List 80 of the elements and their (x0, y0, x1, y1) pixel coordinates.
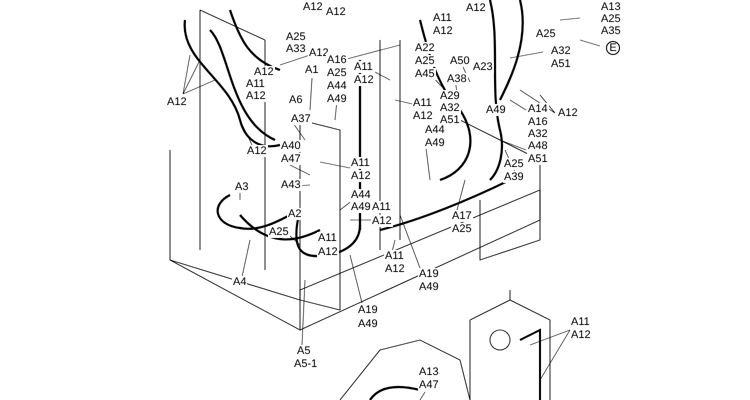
callout-number: A13 (418, 366, 440, 378)
callout-number: A2 (287, 208, 302, 220)
callout-number: A25 (503, 158, 525, 170)
callout-number: A11 (412, 97, 433, 109)
callout-number: A38 (446, 73, 468, 85)
callout-number: A43 (280, 179, 302, 191)
callout-number: A11 (245, 78, 266, 90)
callout-number: A12 (371, 215, 393, 227)
callout-number: A49 (357, 318, 379, 330)
callout-number: A11 (350, 157, 371, 169)
callout-number: A12 (325, 6, 347, 18)
callout-number: A48 (527, 140, 549, 152)
callout-number: A14 (527, 103, 549, 115)
callout-letter: E (606, 41, 620, 55)
callout-number: A3 (234, 181, 250, 193)
callout-number: A25 (326, 67, 348, 79)
callout-number: A11 (371, 201, 392, 213)
callout-number: A49 (424, 137, 446, 149)
callout-number: A49 (350, 201, 372, 213)
callout-number: A5 (296, 345, 312, 357)
callout-number: A1 (304, 64, 320, 76)
callout-number: A35 (600, 25, 622, 37)
callout-number: A16 (527, 116, 549, 128)
callout-number: A49 (326, 93, 348, 105)
callout-number: A39 (503, 171, 525, 183)
callout-number: A12 (432, 25, 454, 37)
callout-number: A44 (350, 189, 372, 201)
callout-number: A25 (600, 13, 622, 25)
callout-number: A12 (166, 96, 188, 108)
callout-number: A47 (418, 379, 440, 391)
callout-number: A51 (527, 153, 549, 165)
callout-number: A25 (414, 55, 436, 67)
callout-number: A25 (285, 31, 307, 43)
callout-number: A11 (570, 316, 591, 328)
callout-number: A25 (268, 226, 290, 238)
callout-number: A12 (350, 170, 372, 182)
callout-number: A6 (288, 94, 304, 106)
callout-number: A51 (439, 114, 461, 126)
callout-number: A12 (353, 74, 375, 86)
callout-number: A11 (432, 12, 453, 24)
callout-number: A49 (485, 104, 507, 116)
callout-number: A12 (384, 263, 406, 275)
callout-number: A23 (472, 61, 494, 73)
callout-number: A12 (308, 47, 330, 59)
callout-number: A11 (384, 250, 405, 262)
callout-number: A51 (550, 58, 572, 70)
callout-number: A32 (439, 102, 461, 114)
callout-number: A11 (317, 232, 338, 244)
callout-number: A12 (412, 110, 434, 122)
callout-number: A12 (570, 329, 592, 341)
callout-number: A13 (600, 1, 622, 13)
callout-number: A32 (550, 45, 572, 57)
callout-number: A12 (253, 66, 275, 78)
callout-number: A19 (357, 304, 379, 316)
callout-number: A11 (353, 61, 374, 73)
callout-number: A5-1 (293, 358, 318, 370)
callout-number: A25 (451, 223, 473, 235)
callout-number: A40 (280, 140, 302, 152)
callout-number: A12 (317, 246, 339, 258)
callout-number: A25 (535, 28, 557, 40)
callout-number: A19 (418, 268, 440, 280)
callout-number: A44 (326, 80, 348, 92)
callout-number: A37 (290, 113, 312, 125)
callout-number: A33 (285, 43, 307, 55)
callout-number: A44 (424, 124, 446, 136)
callout-number: A50 (449, 55, 471, 67)
callout-number: A49 (418, 281, 440, 293)
callout-number: A45 (414, 68, 436, 80)
callout-number: A16 (326, 54, 348, 66)
callout-number: A12 (245, 90, 267, 102)
callout-number: A17 (451, 210, 473, 222)
callout-number: A32 (527, 128, 549, 140)
callout-number: A12 (302, 1, 324, 13)
callout-number: A12 (246, 145, 268, 157)
callout-number: A12 (465, 2, 487, 14)
callout-number: A29 (439, 90, 461, 102)
callout-number: A47 (280, 153, 302, 165)
callout-number: A4 (232, 276, 248, 288)
callout-number: A12 (557, 107, 579, 119)
callout-number: A22 (414, 42, 436, 54)
